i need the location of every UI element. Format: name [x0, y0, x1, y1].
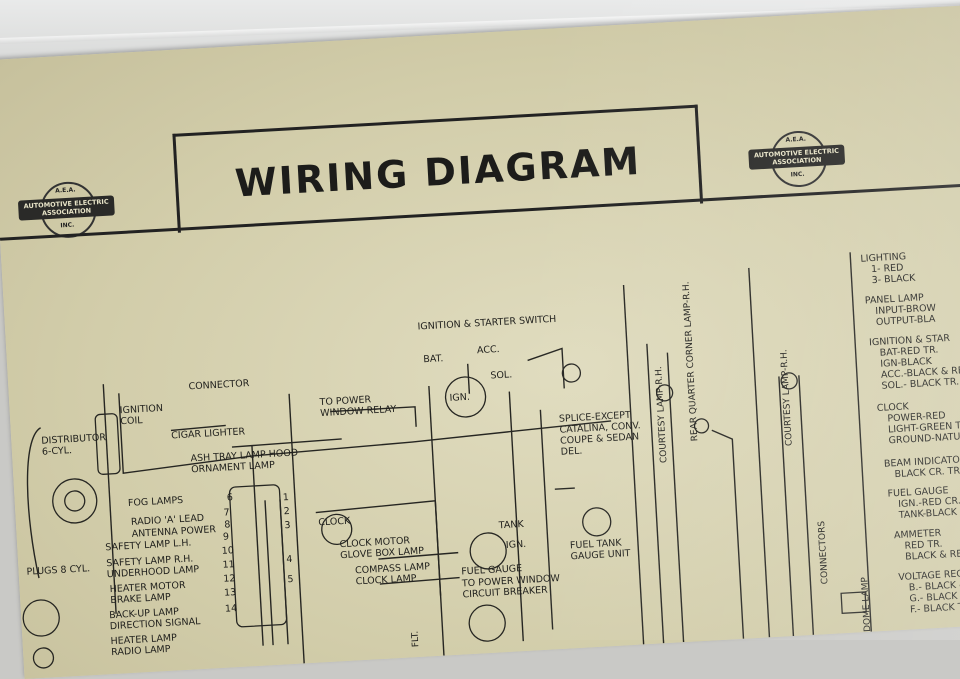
terminal-4: 4 [286, 553, 293, 566]
terminal-8: 8 [224, 519, 231, 531]
terminal-12: 12 [223, 573, 236, 585]
terminal-7: 7 [223, 507, 231, 519]
terminal-11: 11 [222, 559, 235, 571]
terminal-14: 14 [224, 603, 238, 615]
distributor-label: DISTRIBUTOR 6-CYL. [41, 432, 107, 458]
acc-label: ACC. [476, 344, 500, 357]
splice-label: SPLICE-EXCEPT CATALINA, CONV. COUPE & SE… [558, 409, 641, 458]
wiring-diagram-sheet: A.E.A. AUTOMOTIVE ELECTRIC ASSOCIATION I… [0, 4, 960, 679]
ign2-label: IGN. [505, 538, 527, 551]
tank-label: TANK [498, 518, 524, 532]
flt-label: FLT. [410, 630, 422, 648]
terminal-1: 1 [282, 492, 290, 504]
bat-label: BAT. [423, 353, 444, 366]
terminal-10: 10 [221, 545, 235, 557]
clock-label: CLOCK [318, 515, 351, 529]
terminal-13: 13 [223, 587, 237, 599]
wiring-lines [22, 252, 872, 669]
sol-label: SOL. [490, 369, 513, 382]
ign-label: IGN. [449, 391, 471, 404]
terminal-6: 6 [226, 492, 234, 504]
fuel-tank-gauge-label: FUEL TANK GAUGE UNIT [569, 537, 631, 563]
terminal-3: 3 [284, 519, 291, 532]
terminal-5: 5 [287, 573, 294, 586]
terminal-2: 2 [283, 505, 291, 518]
terminal-9: 9 [222, 531, 230, 543]
ignition-coil-label: IGNITION COIL [119, 402, 164, 428]
